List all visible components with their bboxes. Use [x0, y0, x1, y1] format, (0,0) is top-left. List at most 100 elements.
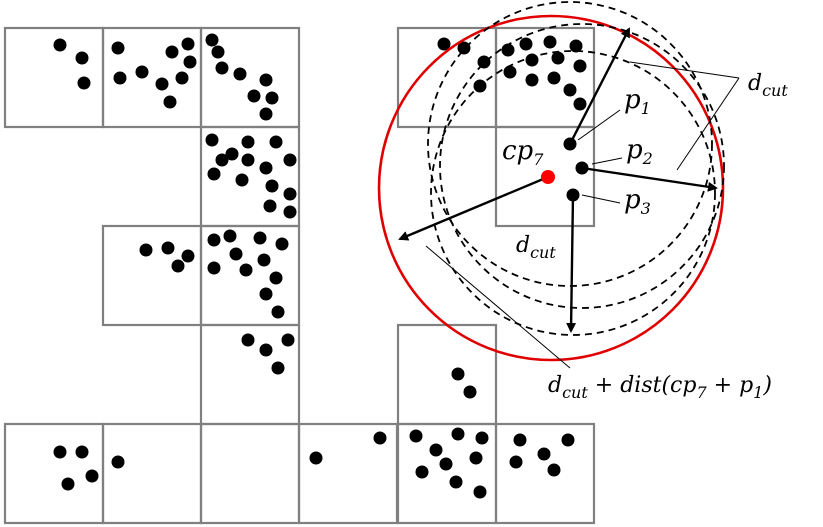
particle-point — [263, 199, 277, 213]
particle-point — [543, 35, 557, 49]
particle-point — [451, 367, 465, 381]
particle-point — [113, 71, 127, 85]
cutoff-sphere-extended — [377, 14, 725, 362]
particle-point — [519, 37, 533, 51]
particle-point — [135, 65, 149, 79]
leader-p3 — [581, 194, 621, 204]
particle-point — [265, 91, 279, 105]
particle-point — [373, 431, 387, 445]
particle-point — [265, 179, 279, 193]
particle-point — [525, 73, 539, 87]
particle-point — [473, 485, 487, 499]
cp7-label: cp7 — [502, 136, 544, 169]
particle-point — [205, 133, 219, 147]
particle-point — [283, 153, 297, 167]
particle-point — [53, 445, 67, 459]
particle-point — [573, 59, 587, 73]
particle-point — [229, 247, 243, 261]
grid-cell — [396, 323, 498, 426]
particle-point — [235, 173, 249, 187]
particle-point — [551, 51, 565, 65]
leader-formula — [425, 245, 571, 369]
particle-point — [437, 37, 451, 51]
particle-point — [85, 469, 99, 483]
particle-point — [463, 385, 477, 399]
particle-point — [259, 73, 273, 87]
particle-point — [77, 76, 91, 90]
particle-point — [253, 231, 267, 245]
particle-point — [283, 205, 297, 219]
arrow-p1-up — [568, 27, 631, 145]
particle-point — [163, 95, 177, 109]
particle-point — [573, 97, 587, 111]
particle-point — [239, 263, 253, 277]
particle-point — [165, 45, 179, 59]
formula-label: dcut + dist(cp7 + p1) — [548, 373, 772, 402]
particle-point — [155, 77, 169, 91]
particle-point — [53, 38, 67, 52]
grid-cell — [101, 224, 203, 327]
particle-point — [561, 433, 575, 447]
p2-label: p2 — [626, 135, 653, 168]
particle-point — [429, 443, 443, 457]
particle-point — [501, 43, 515, 57]
particle-point — [171, 259, 185, 273]
particle-point — [269, 271, 283, 285]
particle-point — [139, 243, 153, 257]
particle-point — [271, 361, 285, 375]
p1-label: p1 — [624, 85, 651, 118]
particle-point — [259, 107, 273, 121]
particle-point — [271, 305, 285, 319]
particle-point — [283, 187, 297, 201]
arrow-cp7-left — [398, 175, 549, 241]
leader-p2 — [591, 157, 623, 165]
particle-point — [451, 427, 465, 441]
grid-cell — [101, 422, 203, 525]
dcut-label-top: dcut — [748, 71, 788, 100]
particle-point — [275, 237, 289, 251]
particle-point — [181, 37, 195, 51]
particle-point — [259, 161, 273, 175]
particle-point — [439, 457, 453, 471]
cutoff-circle-p1 — [427, 1, 713, 287]
leader-p1 — [577, 109, 621, 141]
particle-point — [111, 455, 125, 469]
particle-point — [161, 241, 175, 255]
particle-point — [475, 431, 489, 445]
particle-point — [547, 463, 561, 477]
leader-dcut-1 — [629, 61, 740, 79]
particle-point — [241, 135, 255, 149]
particle-point — [513, 433, 527, 447]
cutoff-circle-p3 — [430, 50, 716, 336]
particle-point — [61, 477, 75, 491]
particle-point — [525, 53, 539, 67]
particle-point — [503, 65, 517, 79]
grid-cell — [494, 125, 596, 228]
particle-point — [175, 71, 189, 85]
particle-point — [207, 167, 221, 181]
dcut-label-mid: dcut — [516, 233, 556, 262]
particle-point — [509, 455, 523, 469]
particle-point — [211, 45, 225, 59]
particle-point — [225, 147, 239, 161]
particle-point — [183, 55, 197, 69]
particle-point — [223, 229, 237, 243]
particle-point — [259, 343, 273, 357]
particle-point — [469, 451, 483, 465]
particle-point — [207, 233, 221, 247]
particle-point — [247, 89, 261, 103]
leader-dcut-2 — [676, 77, 740, 171]
particle-point — [215, 153, 229, 167]
arrow-p3-down — [566, 194, 577, 333]
particle-point — [111, 41, 125, 55]
particle-point — [215, 61, 229, 75]
particle-point — [259, 287, 273, 301]
particle-point — [207, 261, 221, 275]
p3-label: p3 — [624, 185, 651, 218]
particle-point — [409, 429, 423, 443]
particle-point — [181, 249, 195, 263]
grid-cells — [3, 26, 596, 525]
particle-point — [547, 71, 561, 85]
particle-point — [281, 333, 295, 347]
